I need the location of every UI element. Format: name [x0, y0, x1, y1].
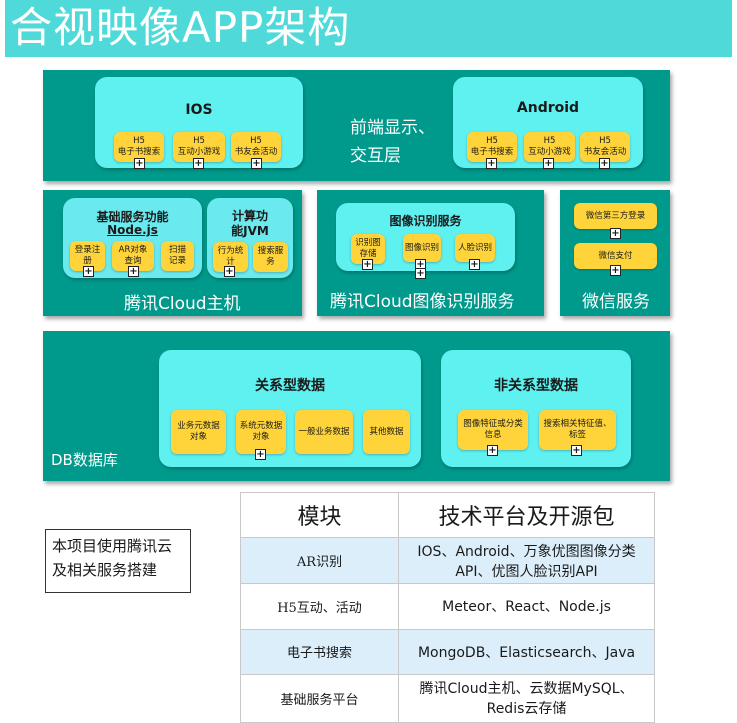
- cloud-host-label: 腾讯Cloud主机: [124, 294, 241, 314]
- compute-subtitle: 能JVM: [231, 224, 269, 238]
- table-cell-module: 电子书搜索: [240, 628, 399, 675]
- expand-icon[interactable]: +: [415, 268, 426, 279]
- expand-icon[interactable]: +: [255, 449, 266, 460]
- table-row: H5互动、活动 Meteor、React、Node.js: [240, 583, 655, 630]
- chip-business-meta[interactable]: 业务元数据对象: [171, 410, 226, 454]
- chip-wechat-pay[interactable]: 微信支付: [574, 243, 657, 269]
- note-line1: 本项目使用腾讯云: [52, 537, 173, 555]
- nonrelational-title: 非关系型数据: [494, 378, 578, 394]
- relational-title: 关系型数据: [255, 378, 325, 394]
- table-cell-module: AR识别: [240, 537, 399, 585]
- expand-icon[interactable]: +: [224, 266, 235, 277]
- chip-face-recognition[interactable]: 人脸识别: [455, 234, 495, 262]
- project-note: 本项目使用腾讯云 及相关服务搭建: [45, 529, 191, 593]
- table-cell-module: H5互动、活动: [240, 583, 399, 630]
- image-recognition-title: 图像识别服务: [389, 214, 462, 228]
- chip-other-data[interactable]: 其他数据: [363, 410, 410, 454]
- expand-icon[interactable]: +: [362, 259, 373, 270]
- expand-icon[interactable]: +: [83, 266, 94, 277]
- chip-wechat-login[interactable]: 微信第三方登录: [574, 203, 657, 229]
- chip-general-business[interactable]: 一般业务数据: [295, 410, 353, 454]
- table-row: 电子书搜索 MongoDB、Elasticsearch、Java: [240, 628, 655, 675]
- table-row: 基础服务平台 腾讯Cloud主机、云数据MySQL、Redis云存储: [240, 673, 655, 723]
- table-cell-module: 基础服务平台: [240, 673, 399, 723]
- table-header-module: 模块: [240, 491, 399, 539]
- chip-search-features[interactable]: 搜索相关特征值、标签: [539, 410, 616, 450]
- table-header-row: 模块 技术平台及开源包: [240, 491, 655, 539]
- table-header-tech: 技术平台及开源包: [398, 491, 655, 539]
- expand-icon[interactable]: +: [610, 265, 621, 276]
- image-service-label: 腾讯Cloud图像识别服务: [330, 292, 515, 312]
- title-banner: [5, 0, 732, 57]
- expand-icon[interactable]: +: [134, 158, 145, 169]
- frontend-label-line2: 交互层: [350, 146, 401, 166]
- compute-title: 计算功: [231, 209, 268, 223]
- expand-icon[interactable]: +: [251, 158, 262, 169]
- expand-icon[interactable]: +: [486, 158, 497, 169]
- ios-title: IOS: [185, 102, 213, 118]
- expand-icon[interactable]: +: [193, 158, 204, 169]
- table-cell-tech: 腾讯Cloud主机、云数据MySQL、Redis云存储: [398, 673, 655, 723]
- expand-icon[interactable]: +: [599, 158, 610, 169]
- expand-icon[interactable]: +: [128, 266, 139, 277]
- table-cell-tech: MongoDB、Elasticsearch、Java: [398, 628, 655, 675]
- frontend-label-line1: 前端显示、: [350, 118, 435, 138]
- expand-icon[interactable]: +: [469, 259, 480, 270]
- expand-icon[interactable]: +: [571, 445, 582, 456]
- expand-icon[interactable]: +: [610, 228, 621, 239]
- basic-service-subtitle: Node.js: [107, 223, 158, 237]
- chip-search-service[interactable]: 搜索服务: [253, 242, 288, 272]
- chip-scan-record[interactable]: 扫描记录: [161, 241, 194, 271]
- expand-icon[interactable]: +: [487, 445, 498, 456]
- chip-image-recognition[interactable]: 图像识别: [403, 234, 441, 262]
- note-line2: 及相关服务搭建: [52, 561, 158, 579]
- expand-icon[interactable]: +: [543, 158, 554, 169]
- chip-system-meta[interactable]: 系统元数据对象: [236, 410, 286, 454]
- wechat-label: 微信服务: [582, 292, 650, 312]
- basic-service-title: 基础服务功能: [96, 210, 169, 224]
- page-title: 合视映像APP架构: [10, 3, 351, 52]
- chip-image-features[interactable]: 图像特征或分类信息: [458, 410, 528, 450]
- android-title: Android: [516, 100, 580, 116]
- chip-ar-query[interactable]: AR对象查询: [112, 241, 154, 271]
- db-label: DB数据库: [51, 451, 118, 469]
- table-cell-tech: Meteor、React、Node.js: [398, 583, 655, 630]
